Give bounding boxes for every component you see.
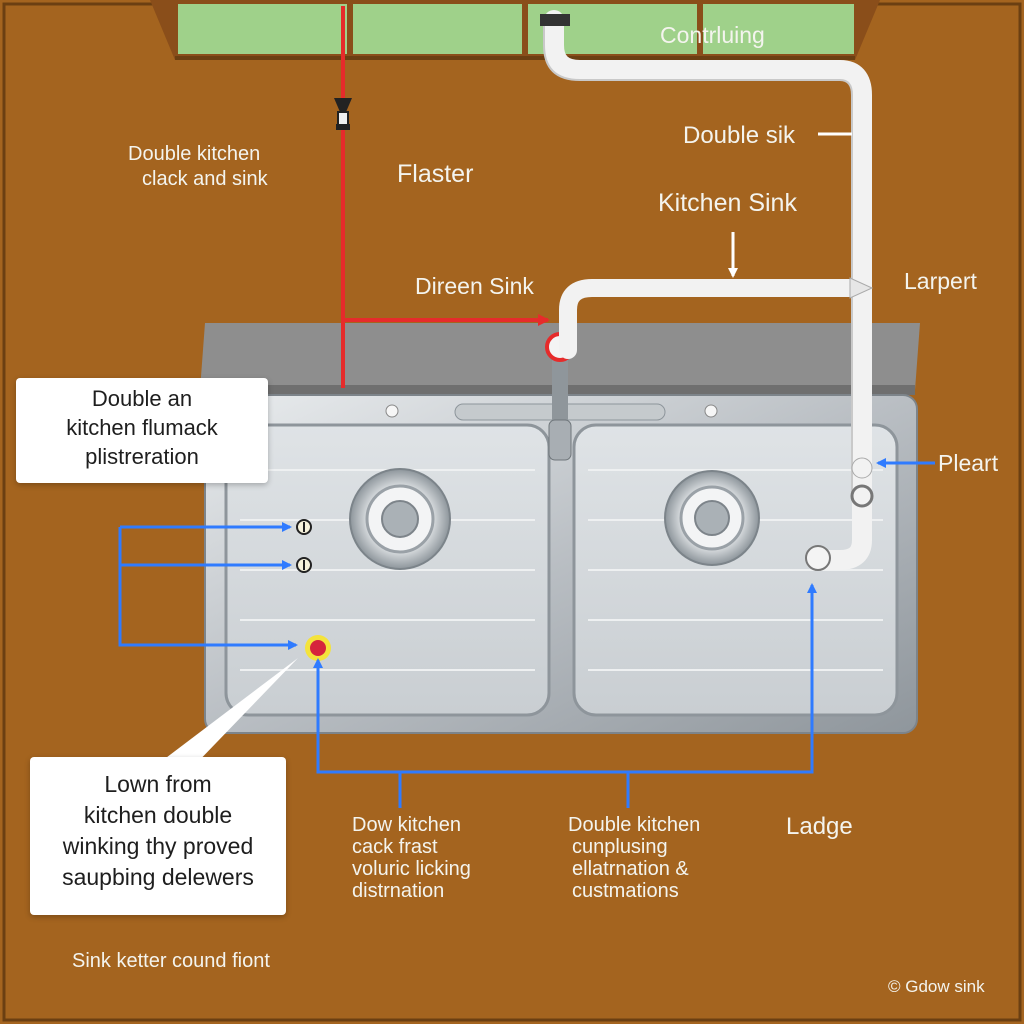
label-bottom-mid-left-1: Dow kitchen — [352, 814, 461, 836]
label-top-right: Contrluing — [660, 22, 765, 48]
callout-upper-line-2: kitchen flumack — [66, 415, 218, 440]
label-bottom-mid-right-3: ellatrnation & — [572, 858, 689, 880]
label-bottom-mid-right-4: custmations — [572, 880, 679, 902]
callout-upper-line-3: plistreration — [85, 444, 199, 469]
label-bottom-mid-left-3: voluric licking — [352, 858, 471, 880]
card-pointer — [150, 658, 298, 770]
label-larpert: Larpert — [904, 268, 977, 294]
label-bottom-mid-right-1: Double kitchen — [568, 814, 701, 836]
callout-card-upper: Double an kitchen flumack plistreration — [16, 378, 268, 483]
drain-strainer-icon — [349, 468, 451, 570]
drain-pipes — [544, 10, 872, 570]
label-bottom-mid-right-2: cunplusing — [572, 836, 668, 858]
label-pleart: Pleart — [938, 450, 999, 476]
callout-card-lower: Lown from kitchen double winking thy pro… — [30, 757, 286, 915]
label-top-left-2: clack and sink — [142, 168, 268, 190]
valve-icon — [334, 98, 352, 130]
callout-lower-line-3: winking thy proved — [62, 833, 254, 859]
label-ladge: Ladge — [786, 813, 853, 840]
label-bottom-mid-left-2: cack frast — [352, 836, 438, 858]
callout-arrows — [118, 522, 298, 650]
copyright-text: © Gdow sink — [888, 977, 985, 996]
drain-strainer-icon — [664, 470, 760, 566]
label-bottom-mid-left-4: distrnation — [352, 880, 445, 902]
supply-line — [341, 6, 550, 388]
callout-upper-line-1: Double an — [91, 386, 193, 411]
callout-lower-line-1: Lown from — [104, 771, 212, 797]
window — [150, 0, 880, 60]
label-bottom-left: Sink ketter cound fiont — [72, 950, 270, 972]
pipe-cap — [540, 14, 570, 26]
label-flaster: Flaster — [397, 160, 474, 188]
screw-icon — [296, 519, 312, 573]
callout-lower-line-2: kitchen double — [83, 802, 233, 828]
highlight-point — [305, 635, 331, 661]
label-double-sik: Double sik — [683, 122, 796, 149]
label-top-left-1: Double kitchen — [128, 143, 261, 165]
label-direen-sink: Direen Sink — [415, 273, 534, 299]
callout-lower-line-4: saupbing delewers — [62, 864, 254, 890]
label-kitchen-sink: Kitchen Sink — [658, 189, 797, 217]
